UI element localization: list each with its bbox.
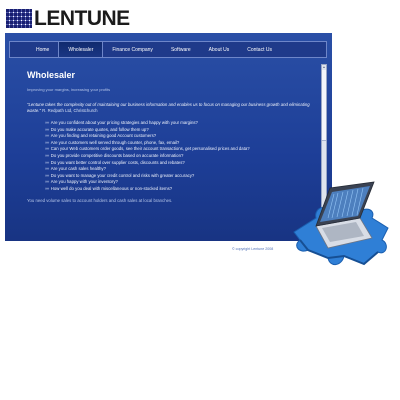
double-arrow-icon: »»	[45, 126, 49, 132]
main-nav: Home Wholesaler Finance Company Software…	[9, 41, 327, 58]
content-panel	[5, 33, 332, 241]
nav-item-contact-us[interactable]: Contact Us	[247, 46, 272, 53]
question-text: How well do you deal with miscellaneous …	[50, 185, 173, 191]
nav-item-wholesaler[interactable]: Wholesaler	[58, 42, 104, 57]
question-text: Are you confident about your pricing str…	[50, 120, 198, 125]
main-content: Wholesaler Improving your margins, incre…	[27, 69, 317, 208]
question-text: Do you provide competitive discounts bas…	[50, 152, 184, 158]
question-item: »»Are your customers well served through…	[45, 140, 317, 147]
testimonial: "Lentune takes the complexity out of mai…	[27, 102, 317, 114]
double-arrow-icon: »»	[45, 152, 49, 158]
question-text: Do you make accurate quotes, and follow …	[50, 126, 149, 132]
question-text: Do you want better control over supplier…	[50, 159, 185, 165]
double-arrow-icon: »»	[45, 139, 49, 145]
double-arrow-icon: »»	[45, 159, 49, 165]
question-text: Are your cash sales healthy?	[50, 166, 106, 172]
nav-item-about-us[interactable]: About Us	[208, 46, 230, 53]
question-text: Are you finding and retaining good Accou…	[50, 133, 157, 139]
double-arrow-icon: »»	[45, 146, 49, 152]
footnote: You need volume sales to account holders…	[27, 197, 173, 203]
laptop-on-puzzle-piece-icon	[293, 181, 389, 266]
double-arrow-icon: »»	[45, 185, 49, 191]
question-item: »»Do you want to manage your credit cont…	[45, 173, 317, 180]
question-text: Can your Web customers order goods, see …	[50, 146, 250, 152]
question-item: »»Do you make accurate quotes, and follo…	[45, 127, 317, 134]
question-item: »»Can your Web customers order goods, se…	[45, 146, 317, 153]
question-item: »»Do you want better control over suppli…	[45, 160, 317, 167]
scroll-thumb[interactable]	[322, 70, 326, 141]
double-arrow-icon: »»	[45, 133, 49, 139]
testimonial-author: R. Redpath Ltd, Christchurch	[42, 108, 98, 113]
page-tagline: Improving your margins, increasing your …	[27, 87, 111, 92]
copyright-notice: © copyright Lentune 2008	[232, 247, 274, 251]
scroll-up-icon[interactable]: ▲	[322, 65, 326, 69]
question-text: Do you want to manage your credit contro…	[50, 172, 195, 178]
question-item: »»Do you provide competitive discounts b…	[45, 153, 317, 160]
brand-logo[interactable]: LENTUNE	[6, 7, 130, 30]
question-text: Are you happy with your inventory?	[50, 179, 118, 185]
nav-item-home[interactable]: Home	[36, 46, 50, 53]
double-arrow-icon: »»	[45, 172, 49, 178]
double-arrow-icon: »»	[45, 166, 49, 172]
brand-name: LENTUNE	[34, 7, 130, 30]
question-text: Are your customers well served through c…	[50, 139, 180, 145]
question-item: »»Are you confident about your pricing s…	[45, 120, 317, 127]
logo-grid-icon	[6, 9, 32, 28]
page-title: Wholesaler	[27, 70, 76, 80]
double-arrow-icon: »»	[45, 120, 49, 125]
nav-item-software[interactable]: Software	[170, 46, 191, 53]
question-item: »»Are your cash sales healthy?	[45, 166, 317, 173]
testimonial-text: "Lentune takes the complexity out of mai…	[27, 102, 310, 113]
double-arrow-icon: »»	[45, 179, 49, 185]
question-item: »»How well do you deal with miscellaneou…	[45, 186, 317, 193]
question-list: »»Are you confident about your pricing s…	[27, 120, 317, 193]
question-item: »»Are you finding and retaining good Acc…	[45, 133, 317, 140]
question-item: »»Are you happy with your inventory?	[45, 179, 317, 186]
nav-item-finance-company[interactable]: Finance Company	[112, 46, 153, 53]
